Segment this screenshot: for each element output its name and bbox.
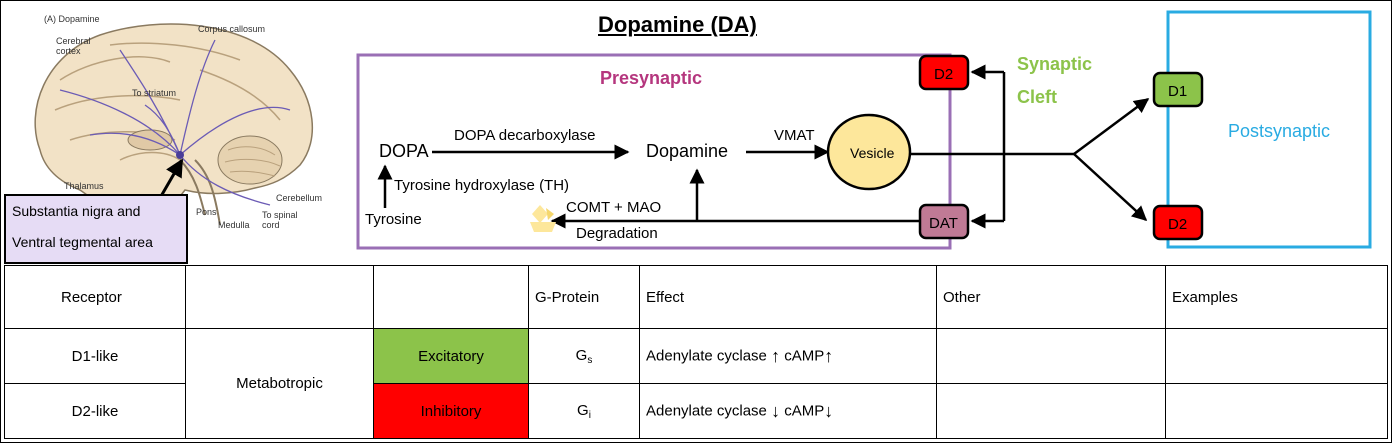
label-cortex: cortex (56, 46, 81, 56)
vesicle (826, 113, 912, 191)
g-protein-cell: Gi (528, 383, 640, 439)
receptor-table: Receptor G-Protein Effect Other Examples… (4, 265, 1388, 439)
arrow-up-icon: ↑ (824, 345, 834, 366)
dopamine-label: Dopamine (646, 141, 728, 161)
presynaptic-d2-label: D2 (934, 66, 953, 83)
table-header-row: Receptor G-Protein Effect Other Examples (4, 265, 1388, 329)
degradation-pacman-icon (530, 205, 556, 232)
header-g-protein: G-Protein (528, 265, 640, 329)
brain-caption: (A) Dopamine (44, 14, 100, 24)
header-blank-1 (185, 265, 374, 329)
effect-camp: cAMP (784, 346, 825, 364)
effect-camp: cAMP (784, 401, 825, 419)
cleft-label-line2: Cleft (1017, 87, 1057, 107)
header-receptor: Receptor (4, 265, 186, 329)
label-to-spinal: To spinal (262, 210, 298, 220)
examples-cell (1165, 383, 1388, 439)
label-medulla: Medulla (218, 220, 250, 230)
effect-cell: Adenylate cyclase ↑ cAMP↑ (639, 328, 937, 384)
action-cell-excitatory: Excitatory (373, 328, 529, 384)
type-cell: Metabotropic (185, 328, 374, 439)
label-cerebellum: Cerebellum (276, 193, 322, 203)
arrow-down-icon: ↓ (771, 400, 781, 421)
effect-text: Adenylate cyclase (646, 401, 767, 419)
arrow-down-icon: ↓ (824, 400, 834, 421)
receptor-cell: D2-like (4, 383, 186, 439)
other-cell (936, 328, 1166, 384)
tyrosine-label: Tyrosine (365, 211, 422, 228)
label-thalamus: Thalamus (64, 181, 104, 191)
brain-labels: (A) Dopamine Corpus callosum Cerebral co… (44, 14, 322, 230)
page-title: Dopamine (DA) (598, 12, 757, 37)
fork-to-d1-arrow (1073, 97, 1150, 156)
header-other: Other (936, 265, 1166, 329)
g-protein-cell: Gs (528, 328, 640, 384)
postsynaptic-box (1166, 10, 1372, 249)
g-protein-sub: s (587, 354, 593, 366)
brain-region-line1: Substantia nigra and (12, 203, 141, 219)
examples-cell (1165, 328, 1388, 384)
other-cell (936, 383, 1166, 439)
header-effect: Effect (639, 265, 937, 329)
table-row: D2-like Inhibitory Gi Adenylate cyclase … (4, 383, 1388, 439)
g-protein-main: G (577, 401, 589, 419)
dopamine-pathway-diagram: (A) Dopamine Corpus callosum Cerebral co… (34, 10, 1372, 250)
th-label: Tyrosine hydroxylase (TH) (394, 177, 569, 194)
arrow-up-icon: ↑ (771, 345, 781, 366)
presynaptic-label: Presynaptic (600, 68, 702, 88)
header-blank-2 (373, 265, 529, 329)
dat-transporter (918, 203, 970, 240)
table-row: D1-like Metabotropic Excitatory Gs Adeny… (4, 328, 1388, 439)
postsynaptic-d1-label: D1 (1168, 83, 1187, 100)
label-cord: cord (262, 220, 280, 230)
dat-label: DAT (929, 215, 958, 232)
header-examples: Examples (1165, 265, 1388, 329)
effect-text: Adenylate cyclase (646, 346, 767, 364)
postsynaptic-d2-label: D2 (1168, 216, 1187, 233)
label-to-striatum: To striatum (132, 88, 176, 98)
brain-illustration (34, 23, 313, 226)
brain-region-line2: Ventral tegmental area (12, 234, 153, 250)
region-pointer-arrow (158, 158, 184, 199)
postsynaptic-label: Postsynaptic (1228, 121, 1330, 141)
label-corpus-callosum: Corpus callosum (198, 24, 265, 34)
action-cell-inhibitory: Inhibitory (373, 383, 529, 439)
comt-mao-label: COMT + MAO (566, 199, 661, 216)
label-pons: Pons (196, 207, 217, 217)
brain-region-box: Substantia nigra and Ventral tegmental a… (4, 194, 188, 264)
presynaptic-d2-receptor (918, 54, 970, 91)
g-protein-sub: i (588, 409, 591, 421)
g-protein-main: G (575, 346, 588, 364)
dopa-label: DOPA (379, 141, 429, 161)
vesicle-label: Vesicle (850, 145, 895, 161)
fork-to-d2-arrow (1073, 153, 1148, 222)
receptor-cell: D1-like (4, 328, 186, 384)
ddc-label: DOPA decarboxylase (454, 127, 595, 144)
postsynaptic-d2-receptor (1152, 204, 1204, 241)
degradation-label: Degradation (576, 225, 658, 242)
cleft-label-line1: Synaptic (1017, 54, 1092, 74)
postsynaptic-d1-receptor (1152, 71, 1204, 108)
label-cerebral: Cerebral (56, 36, 91, 46)
presynaptic-box (356, 53, 952, 250)
vmat-label: VMAT (774, 127, 815, 144)
effect-cell: Adenylate cyclase ↓ cAMP↓ (639, 383, 937, 439)
